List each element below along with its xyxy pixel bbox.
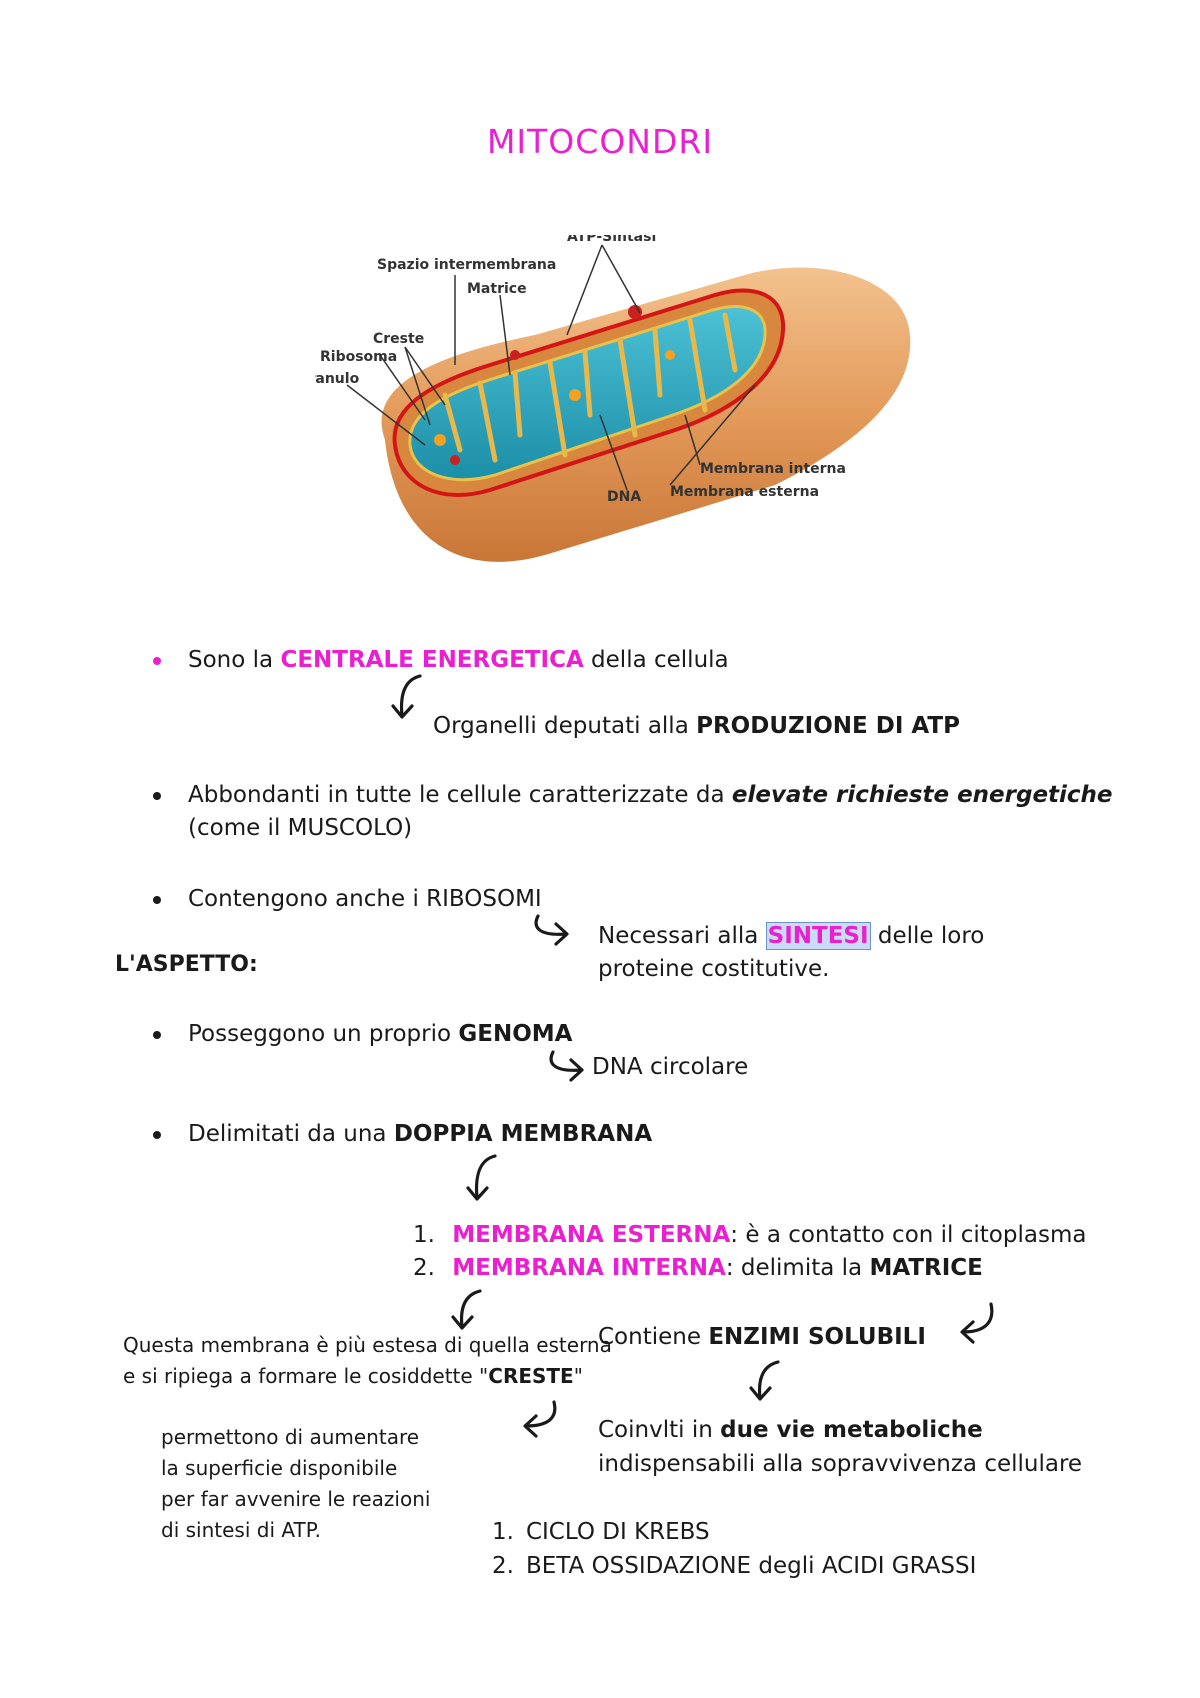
sub-produzione-atp: Organelli deputati alla PRODUZIONE DI AT… bbox=[433, 711, 960, 741]
cristae-folds bbox=[442, 312, 738, 463]
label-membrana-interna: Membrana interna bbox=[700, 461, 846, 477]
list-number: 2. bbox=[492, 1553, 514, 1579]
pathway-text: BETA OSSIDAZIONE degli ACIDI GRASSI bbox=[525, 1553, 977, 1579]
section-heading-aspetto: L'ASPETTO: bbox=[115, 952, 258, 977]
bullet bbox=[153, 1131, 161, 1139]
note-line: la superficie disponibile bbox=[161, 1456, 398, 1480]
text: Delimitati da una bbox=[188, 1121, 394, 1147]
bullet-doppia-membrana: Delimitati da una DOPPIA MEMBRANA bbox=[188, 1119, 652, 1149]
note-line: Questa membrana è più estesa di quella e… bbox=[123, 1333, 612, 1357]
text: Abbondanti in tutte le cellule caratteri… bbox=[188, 782, 732, 808]
text: " bbox=[573, 1364, 583, 1388]
text: e si ripiega a formare le cosiddette " bbox=[123, 1364, 489, 1388]
list-number: 2. bbox=[413, 1255, 435, 1281]
text: della cellula bbox=[583, 647, 729, 673]
membrane-desc: : è a contatto con il citoplasma bbox=[730, 1222, 1087, 1248]
list-number: 1. bbox=[492, 1519, 514, 1545]
text: Coinvlti in bbox=[598, 1417, 721, 1443]
note-superficie: permettono di aumentare la superficie di… bbox=[161, 1422, 430, 1546]
label-membrana-esterna: Membrana esterna bbox=[670, 484, 819, 500]
text: Organelli deputati alla bbox=[433, 713, 697, 739]
sub-dna-circolare: DNA circolare bbox=[592, 1054, 749, 1080]
bullet-genoma: Posseggono un proprio GENOMA bbox=[188, 1019, 572, 1049]
membrane-name: MEMBRANA ESTERNA bbox=[452, 1222, 731, 1248]
curved-arrow-icon bbox=[466, 1154, 497, 1201]
highlight-text: SINTESI bbox=[765, 922, 871, 950]
pathway-item-1: 1. CICLO DI KREBS bbox=[492, 1517, 710, 1547]
label-ribosoma: Ribosoma bbox=[320, 349, 397, 365]
label-atp-sintasi: ATP-Sintasi bbox=[567, 235, 656, 245]
text: Sono la bbox=[188, 647, 281, 673]
bullet-abbondanti: Abbondanti in tutte le cellule caratteri… bbox=[188, 780, 1113, 810]
bold-text: CRESTE bbox=[488, 1364, 574, 1388]
note-enzimi-solubili: Contiene ENZIMI SOLUBILI bbox=[598, 1322, 926, 1352]
membrane-name: MEMBRANA INTERNA bbox=[452, 1255, 726, 1281]
text: Posseggono un proprio bbox=[188, 1021, 459, 1047]
bold-text: due vie metaboliche bbox=[720, 1417, 983, 1443]
note-vie-metaboliche-line2: indispensabili alla sopravvivenza cellul… bbox=[598, 1451, 1083, 1477]
note-line: di sintesi di ATP. bbox=[161, 1518, 321, 1542]
note-line: e si ripiega a formare le cosiddette "CR… bbox=[123, 1361, 612, 1392]
membrane-list-item-1: 1. MEMBRANA ESTERNA: è a contatto con il… bbox=[413, 1220, 1086, 1250]
bullet-abbondanti-line2: (come il MUSCOLO) bbox=[188, 815, 413, 841]
curved-arrow-icon bbox=[960, 1302, 994, 1344]
curved-arrow-icon bbox=[534, 914, 569, 946]
note-line: permettono di aumentare bbox=[161, 1425, 420, 1449]
curved-arrow-icon bbox=[451, 1289, 482, 1330]
page-title: MITOCONDRI bbox=[486, 122, 714, 161]
text: Contiene bbox=[598, 1324, 709, 1350]
label-dna: DNA bbox=[607, 489, 641, 505]
note-vie-metaboliche: Coinvlti in due vie metaboliche bbox=[598, 1415, 983, 1445]
bullet bbox=[153, 792, 161, 800]
bold-text: MATRICE bbox=[869, 1255, 983, 1281]
label-spazio-intermembrana: Spazio intermembrana bbox=[377, 257, 556, 273]
sub-sintesi-line2: proteine costitutive. bbox=[598, 956, 830, 982]
pathway-item-2: 2. BETA OSSIDAZIONE degli ACIDI GRASSI bbox=[492, 1551, 976, 1581]
list-number: 1. bbox=[413, 1222, 435, 1248]
mitochondrion-diagram: ATP-Sintasi Spazio intermembrana Matrice… bbox=[315, 235, 911, 562]
label-creste: Creste bbox=[373, 331, 424, 347]
bold-text: DOPPIA MEMBRANA bbox=[393, 1121, 653, 1147]
membrane-desc: : delimita la bbox=[725, 1255, 870, 1281]
note-line: per far avvenire le reazioni bbox=[161, 1487, 431, 1511]
curved-arrow-icon bbox=[523, 1400, 557, 1438]
sub-sintesi: Necessari alla SINTESI delle loro bbox=[598, 921, 984, 951]
highlight-text: CENTRALE ENERGETICA bbox=[280, 647, 584, 673]
bullet bbox=[153, 657, 161, 665]
curved-arrow-icon bbox=[391, 674, 422, 719]
text: Necessari alla bbox=[598, 923, 766, 949]
bold-text: PRODUZIONE DI ATP bbox=[696, 713, 960, 739]
note-creste: Questa membrana è più estesa di quella e… bbox=[123, 1330, 612, 1392]
label-granulo: Granulo bbox=[315, 371, 360, 387]
bullet bbox=[153, 1031, 161, 1039]
curved-arrow-icon bbox=[549, 1050, 584, 1082]
bold-text: elevate richieste energetiche bbox=[731, 782, 1113, 808]
bold-text: ENZIMI SOLUBILI bbox=[708, 1324, 926, 1350]
pathway-text: CICLO DI KREBS bbox=[525, 1519, 710, 1545]
bold-text: GENOMA bbox=[458, 1021, 573, 1047]
bullet-centrale-energetica: Sono la CENTRALE ENERGETICA della cellul… bbox=[188, 645, 729, 675]
text: delle loro bbox=[870, 923, 985, 949]
bullet bbox=[153, 896, 161, 904]
label-matrice: Matrice bbox=[467, 281, 527, 297]
bullet-ribosomi: Contengono anche i RIBOSOMI bbox=[188, 886, 542, 912]
curved-arrow-icon bbox=[749, 1360, 780, 1401]
membrane-list-item-2: 2. MEMBRANA INTERNA: delimita la MATRICE bbox=[413, 1253, 983, 1283]
